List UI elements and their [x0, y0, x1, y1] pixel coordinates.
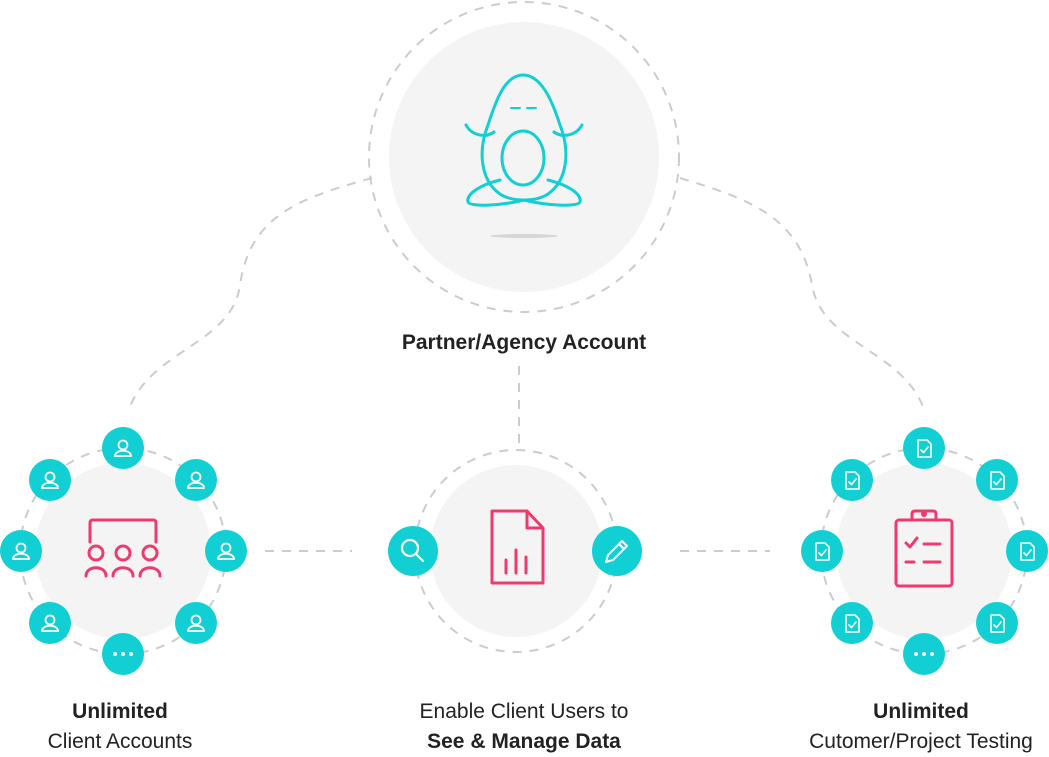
user-icon — [187, 471, 205, 489]
clients-label: Unlimited Client Accounts — [0, 697, 240, 757]
user-icon — [114, 439, 132, 457]
data-node — [388, 449, 642, 653]
partner-label: Partner/Agency Account — [324, 328, 724, 358]
checked-document-icon — [990, 471, 1005, 490]
clients-node — [0, 427, 247, 675]
clients-title-bold: Unlimited — [72, 700, 168, 723]
report-document-icon — [490, 509, 545, 585]
more-badge-bottom — [102, 633, 144, 675]
user-badge-right — [205, 530, 247, 572]
users-group-icon — [84, 518, 162, 578]
more-dots-icon — [914, 652, 934, 656]
search-badge — [388, 526, 438, 576]
testing-title-regular: Cutomer/Project Testing — [809, 730, 1033, 753]
user-badge-top-right — [175, 459, 217, 501]
user-badge-bottom-left — [29, 602, 71, 644]
data-title-regular: Enable Client Users to — [419, 700, 629, 723]
testing-label: Unlimited Cutomer/Project Testing — [790, 697, 1049, 757]
user-icon — [41, 614, 59, 632]
checked-document-icon — [1020, 542, 1035, 561]
checked-document-icon — [845, 614, 860, 633]
user-badge-top-left — [29, 459, 71, 501]
user-badge-bottom-right — [175, 602, 217, 644]
partner-node — [368, 1, 680, 313]
search-icon — [400, 538, 425, 563]
connector-lines — [127, 177, 926, 552]
user-icon — [41, 471, 59, 489]
user-icon — [217, 542, 235, 560]
data-title-bold: See & Manage Data — [427, 730, 621, 753]
more-badge-bottom — [903, 633, 945, 675]
more-dots-icon — [113, 652, 133, 656]
testing-title-bold: Unlimited — [873, 700, 969, 723]
doc-badge-top-right — [976, 459, 1018, 501]
edit-badge — [592, 526, 642, 576]
clients-circle — [35, 463, 211, 639]
partner-ring — [368, 1, 680, 313]
doc-badge-left — [801, 530, 843, 572]
edit-pencil-icon — [605, 540, 628, 563]
meditating-avocado-icon — [464, 73, 584, 207]
user-icon — [12, 542, 30, 560]
doc-badge-right — [1006, 530, 1048, 572]
user-badge-top — [102, 427, 144, 469]
checked-document-icon — [990, 614, 1005, 633]
data-label: Enable Client Users to See & Manage Data — [364, 697, 684, 757]
avocado-shadow — [490, 234, 558, 238]
testing-circle — [836, 463, 1012, 639]
doc-badge-top-left — [831, 459, 873, 501]
doc-badge-bottom-right — [976, 602, 1018, 644]
checked-document-icon — [917, 439, 932, 458]
doc-badge-top — [903, 427, 945, 469]
connector-partner-to-testing — [679, 177, 926, 413]
user-badge-left — [0, 530, 42, 572]
partner-title: Partner/Agency Account — [401, 331, 647, 354]
partner-circle — [389, 22, 659, 292]
clipboard-checklist-icon — [894, 509, 954, 588]
doc-badge-bottom-left — [831, 602, 873, 644]
user-icon — [187, 614, 205, 632]
checked-document-icon — [845, 471, 860, 490]
connector-partner-to-clients — [127, 177, 373, 413]
testing-node — [801, 427, 1048, 675]
clients-title-regular: Client Accounts — [47, 730, 193, 753]
checked-document-icon — [815, 542, 830, 561]
